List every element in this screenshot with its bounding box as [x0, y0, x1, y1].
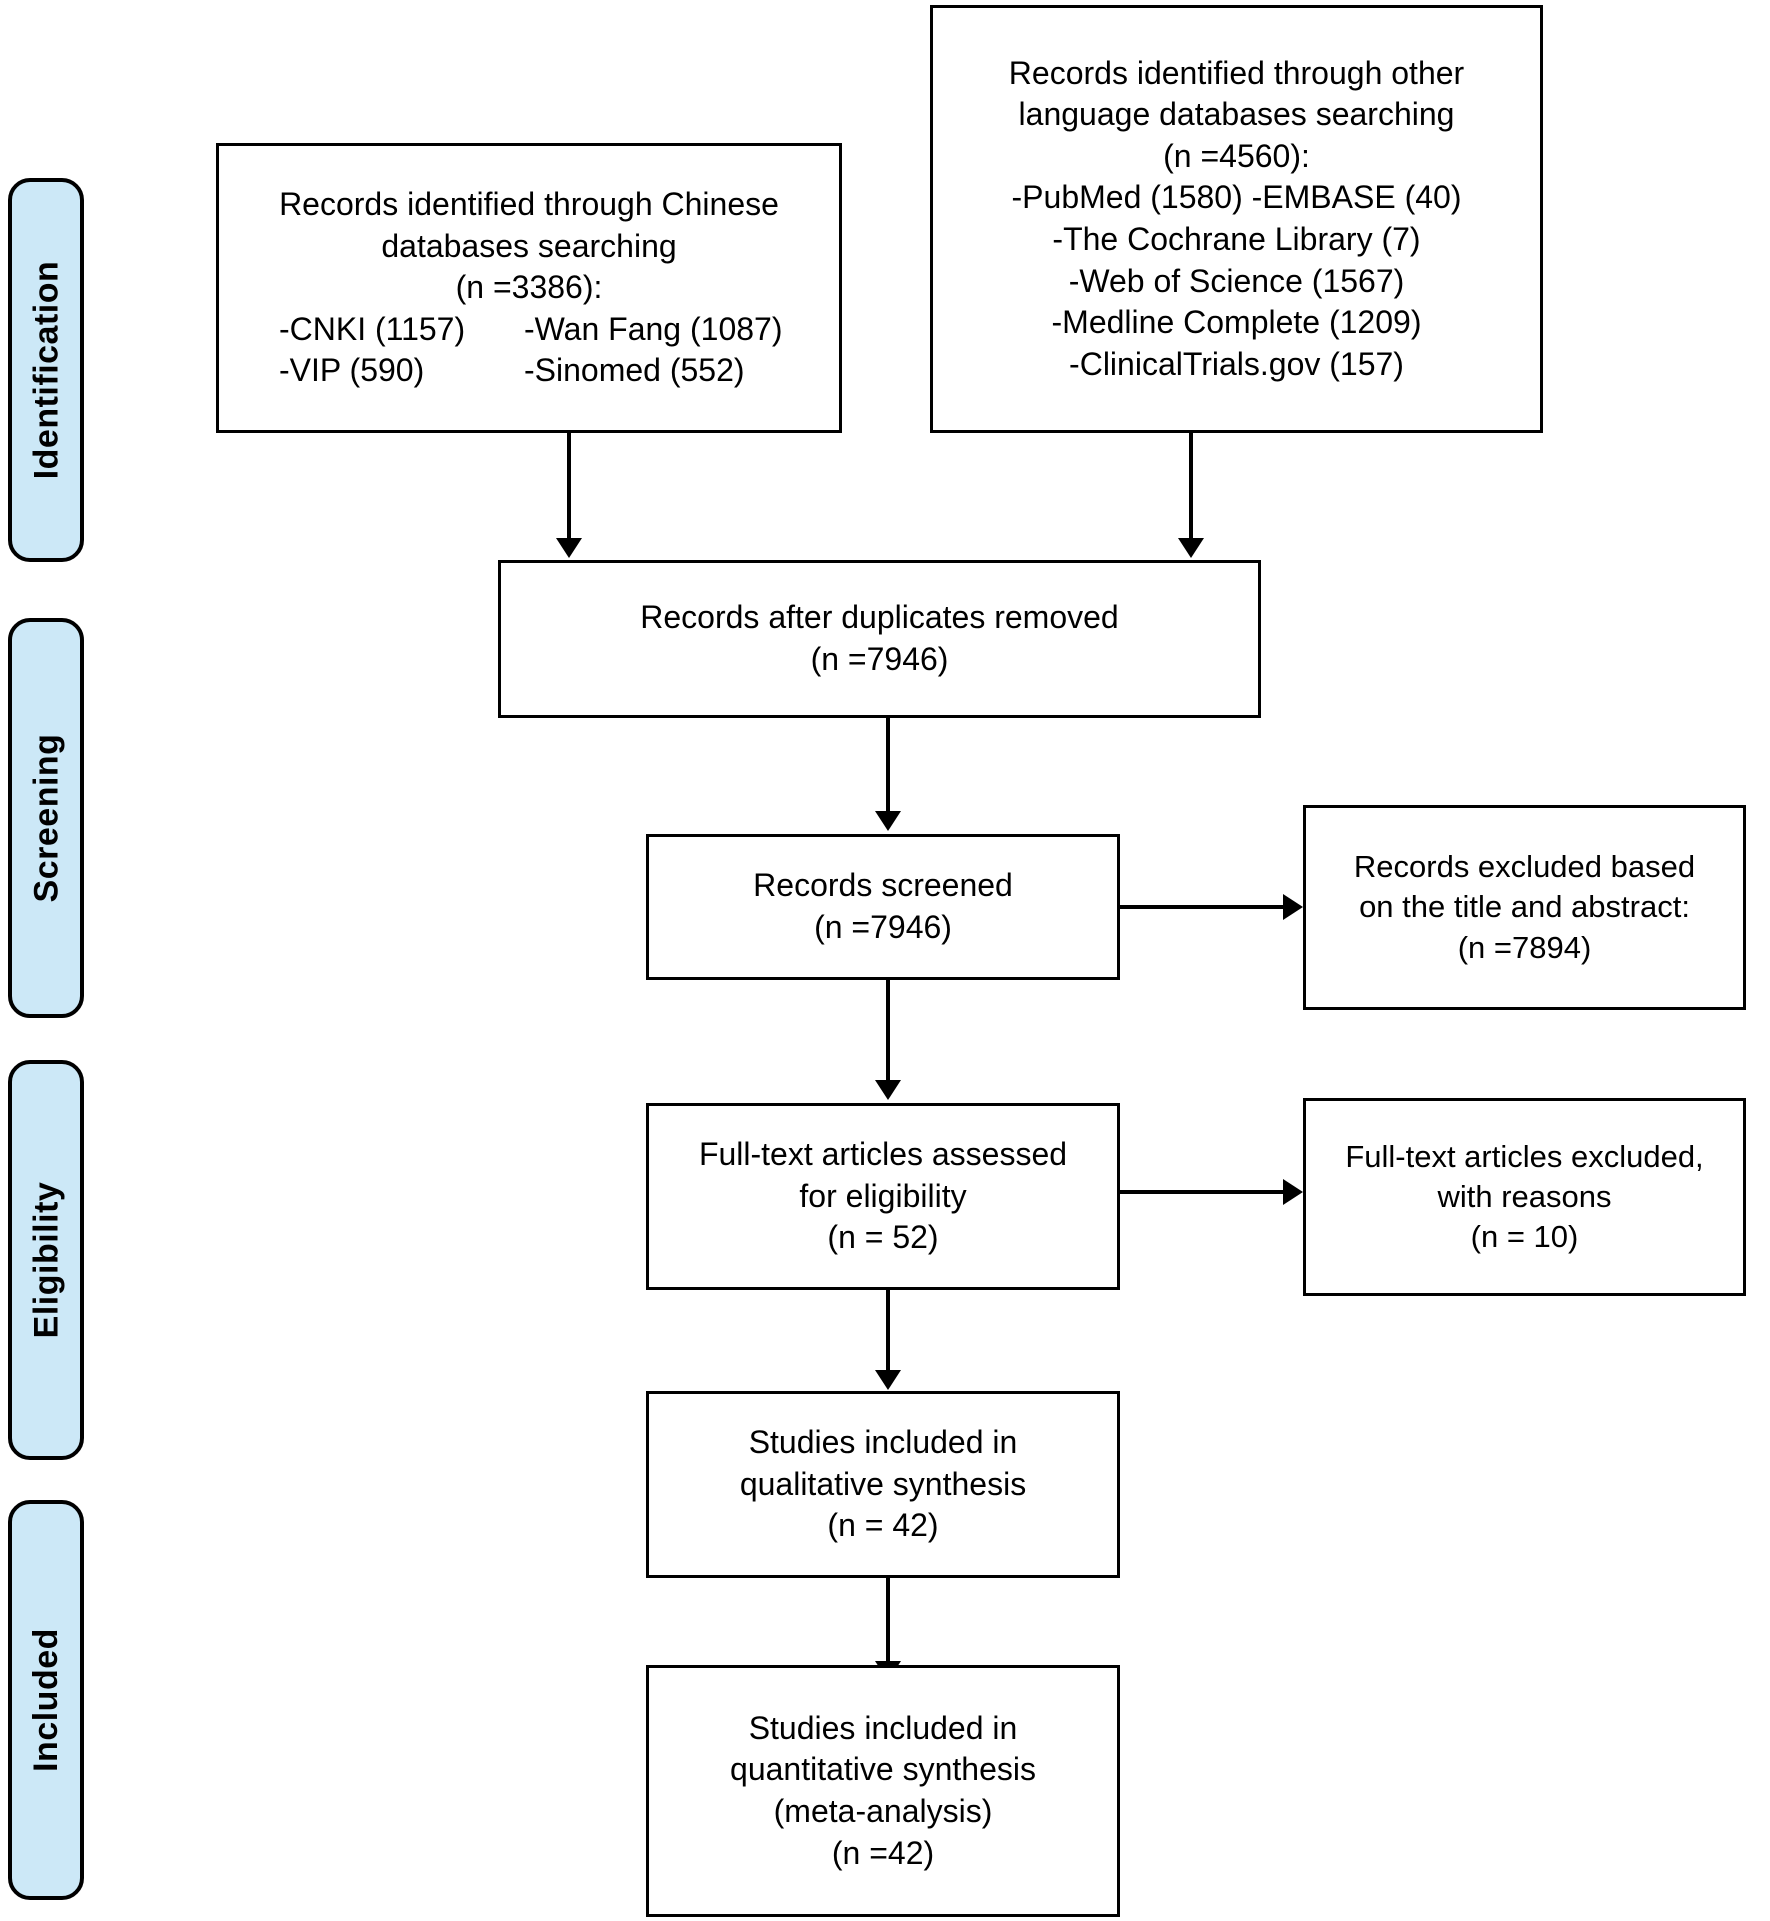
duplicates-removed-line-1: Records after duplicates removed	[640, 599, 1119, 636]
chinese-source-sinomed: -Sinomed (552)	[524, 352, 745, 389]
box-quantitative-synthesis: Studies included in quantitative synthes…	[646, 1665, 1120, 1917]
records-excluded-count: (n =7894)	[1457, 929, 1592, 965]
box-duplicates-removed: Records after duplicates removed (n =794…	[498, 560, 1261, 718]
stage-included-label: Included	[27, 1628, 66, 1772]
other-source-cochrane: -The Cochrane Library (7)	[1052, 221, 1421, 257]
chinese-sources-row-1: -CNKI (1157) -Wan Fang (1087)	[279, 309, 783, 351]
fulltext-assessed-line-1: Full-text articles assessed	[698, 1136, 1068, 1173]
fulltext-assessed-line-2: for eligibility	[799, 1177, 967, 1214]
other-source-wos: -Web of Science (1567)	[1068, 262, 1405, 299]
stage-identification: Identification	[8, 178, 84, 562]
fulltext-assessed-count: (n = 52)	[827, 1219, 939, 1256]
other-sources-total: (n =4560):	[1163, 137, 1310, 174]
box-records-screened: Records screened (n =7946)	[646, 834, 1120, 980]
chinese-sources-total: (n =3386):	[455, 269, 603, 306]
connector-screened-to-excluded	[1120, 905, 1283, 909]
connector-screened-to-fulltext	[886, 980, 890, 1080]
duplicates-removed-count: (n =7946)	[810, 641, 949, 677]
other-source-pubmed-embase: -PubMed (1580) -EMBASE (40)	[1011, 179, 1462, 216]
chinese-source-vip: -VIP (590)	[279, 352, 425, 389]
fulltext-excluded-line-2: with reasons	[1437, 1178, 1612, 1214]
box-fulltext-excluded: Full-text articles excluded, with reason…	[1303, 1098, 1746, 1296]
stage-eligibility-label: Eligibility	[27, 1181, 65, 1339]
qualitative-synthesis-count: (n = 42)	[827, 1507, 939, 1544]
box-chinese-sources: Records identified through Chinese datab…	[216, 143, 842, 433]
stage-screening-label: Screening	[27, 733, 66, 903]
records-excluded-line-2: on the title and abstract:	[1359, 889, 1690, 925]
quantitative-synthesis-line-3: (meta-analysis)	[773, 1793, 993, 1829]
stage-eligibility: Eligibility	[8, 1060, 84, 1460]
quantitative-synthesis-line-2: quantitative synthesis	[730, 1751, 1036, 1788]
records-excluded-line-1: Records excluded based	[1353, 849, 1696, 885]
records-screened-line-1: Records screened	[753, 867, 1013, 904]
stage-screening: Screening	[8, 618, 84, 1018]
quantitative-synthesis-count: (n =42)	[831, 1834, 935, 1871]
arrowhead-fulltext-to-qualitative	[875, 1370, 901, 1390]
arrowhead-screened-to-fulltext	[875, 1080, 901, 1100]
box-other-sources: Records identified through other languag…	[930, 5, 1543, 433]
arrowhead-other-to-duplicates	[1178, 538, 1204, 558]
arrowhead-duplicates-to-screened	[875, 811, 901, 831]
stage-included: Included	[8, 1500, 84, 1900]
box-qualitative-synthesis: Studies included in qualitative synthesi…	[646, 1391, 1120, 1578]
arrowhead-fulltext-to-excluded	[1283, 1179, 1303, 1205]
chinese-sources-line-2: databases searching	[381, 227, 677, 264]
connector-other-to-duplicates	[1189, 433, 1193, 538]
records-screened-count: (n =7946)	[814, 909, 952, 945]
other-sources-line-2: language databases searching	[1018, 96, 1455, 133]
qualitative-synthesis-line-2: qualitative synthesis	[739, 1465, 1027, 1502]
chinese-source-wanfang: -Wan Fang (1087)	[524, 310, 783, 347]
connector-fulltext-to-qualitative	[886, 1290, 890, 1370]
other-sources-line-1: Records identified through other	[1008, 54, 1465, 91]
fulltext-excluded-count: (n = 10)	[1470, 1219, 1579, 1255]
connector-duplicates-to-screened	[886, 718, 890, 811]
chinese-source-cnki: -CNKI (1157)	[279, 310, 466, 347]
box-records-excluded: Records excluded based on the title and …	[1303, 805, 1746, 1010]
arrowhead-chinese-to-duplicates	[556, 538, 582, 558]
connector-fulltext-to-excluded	[1120, 1190, 1283, 1194]
connector-chinese-to-duplicates	[567, 433, 571, 538]
other-source-medline: -Medline Complete (1209)	[1051, 304, 1422, 341]
qualitative-synthesis-line-1: Studies included in	[748, 1424, 1018, 1461]
other-source-clinicaltrials: -ClinicalTrials.gov (157)	[1069, 345, 1404, 382]
connector-qualitative-to-quantitative	[886, 1578, 890, 1661]
box-fulltext-assessed: Full-text articles assessed for eligibil…	[646, 1103, 1120, 1290]
arrowhead-screened-to-excluded	[1283, 894, 1303, 920]
chinese-sources-row-2: -VIP (590) -Sinomed (552)	[279, 350, 779, 392]
stage-identification-label: Identification	[27, 260, 65, 480]
fulltext-excluded-line-1: Full-text articles excluded,	[1345, 1138, 1704, 1174]
quantitative-synthesis-line-1: Studies included in	[748, 1709, 1018, 1746]
chinese-sources-line-1: Records identified through Chinese	[279, 186, 779, 223]
